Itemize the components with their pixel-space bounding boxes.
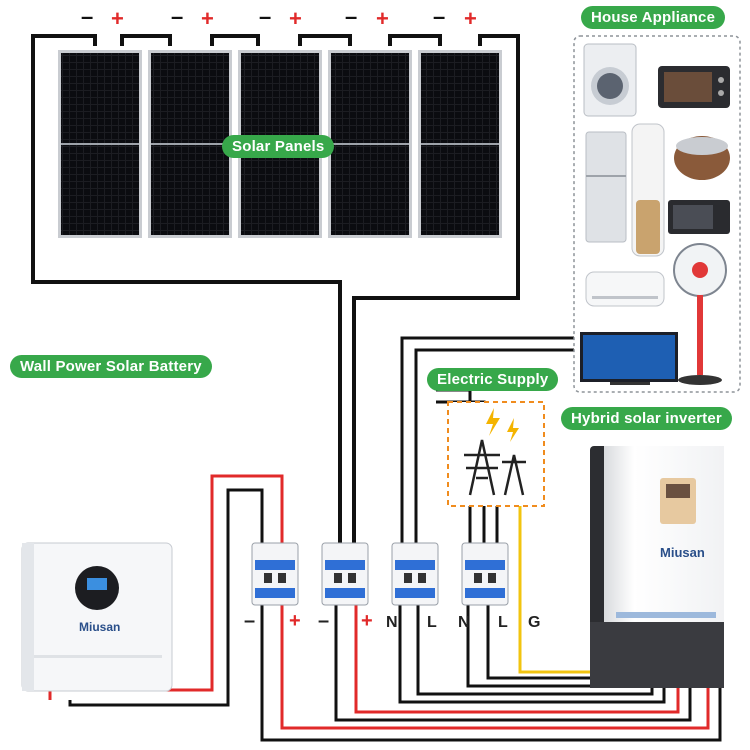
microwave-icon <box>668 200 730 234</box>
breaker-terminal-label: G <box>528 614 541 631</box>
solar-panel <box>418 50 502 238</box>
wall-battery-label: Wall Power Solar Battery <box>10 355 212 378</box>
solar-panel <box>328 50 412 238</box>
hybrid-inverter-label: Hybrid solar inverter <box>561 407 732 430</box>
circuit-breaker <box>251 542 299 606</box>
oven-icon <box>658 66 730 108</box>
rice-cooker-icon <box>674 136 730 180</box>
television-icon <box>580 332 678 385</box>
panel-4-negative-label: – <box>345 4 358 29</box>
solar-panels-label: Solar Panels <box>222 135 335 158</box>
breaker-terminal-label: N <box>458 614 470 631</box>
battery-brand-logo: Miusan <box>79 620 121 634</box>
breaker-terminal-label: – <box>318 610 330 632</box>
panel-2-negative-label: – <box>171 4 184 29</box>
panel-2-positive-label: + <box>201 6 214 31</box>
refrigerator-icon <box>585 131 627 243</box>
solar-panels <box>58 50 502 238</box>
circuit-breaker <box>461 542 509 606</box>
panel-5-negative-label: – <box>433 4 446 29</box>
hybrid-inverter <box>590 446 724 688</box>
panel-4-positive-label: + <box>376 6 389 31</box>
breaker-terminal-label: – <box>244 610 256 632</box>
panel-3-negative-label: – <box>259 4 272 29</box>
circuit-breaker <box>391 542 439 606</box>
solar-panel <box>58 50 142 238</box>
breaker-terminal-label: N <box>386 614 398 631</box>
electric-supply-label: Electric Supply <box>427 368 559 391</box>
breaker-terminal-label: L <box>498 614 508 631</box>
wall-air-conditioner-icon <box>585 271 665 307</box>
electric-supply-box <box>447 401 545 507</box>
breaker-terminal-label: + <box>289 610 301 632</box>
panel-3-positive-label: + <box>289 6 302 31</box>
washing-machine-icon <box>583 43 637 117</box>
wall-battery <box>21 542 173 692</box>
battery-wires <box>48 474 284 707</box>
lightning-icon <box>486 408 519 442</box>
panel-string-wires <box>31 34 520 545</box>
power-tower-icon <box>464 439 526 496</box>
panel-5-positive-label: + <box>464 6 477 31</box>
solar-panel <box>148 50 232 238</box>
breaker-terminal-label: L <box>427 614 437 631</box>
circuit-breaker <box>321 542 369 606</box>
circuit-breakers <box>251 542 509 606</box>
breaker-terminal-label: + <box>361 610 373 632</box>
tower-air-conditioner-icon <box>631 123 665 257</box>
appliance-box <box>573 35 741 393</box>
house-appliance-label: House Appliance <box>581 6 726 29</box>
panel-1-negative-label: – <box>81 4 94 29</box>
standing-fan-icon <box>673 243 727 385</box>
inverter-brand-logo: Miusan <box>660 545 705 560</box>
panel-1-positive-label: + <box>111 6 124 31</box>
